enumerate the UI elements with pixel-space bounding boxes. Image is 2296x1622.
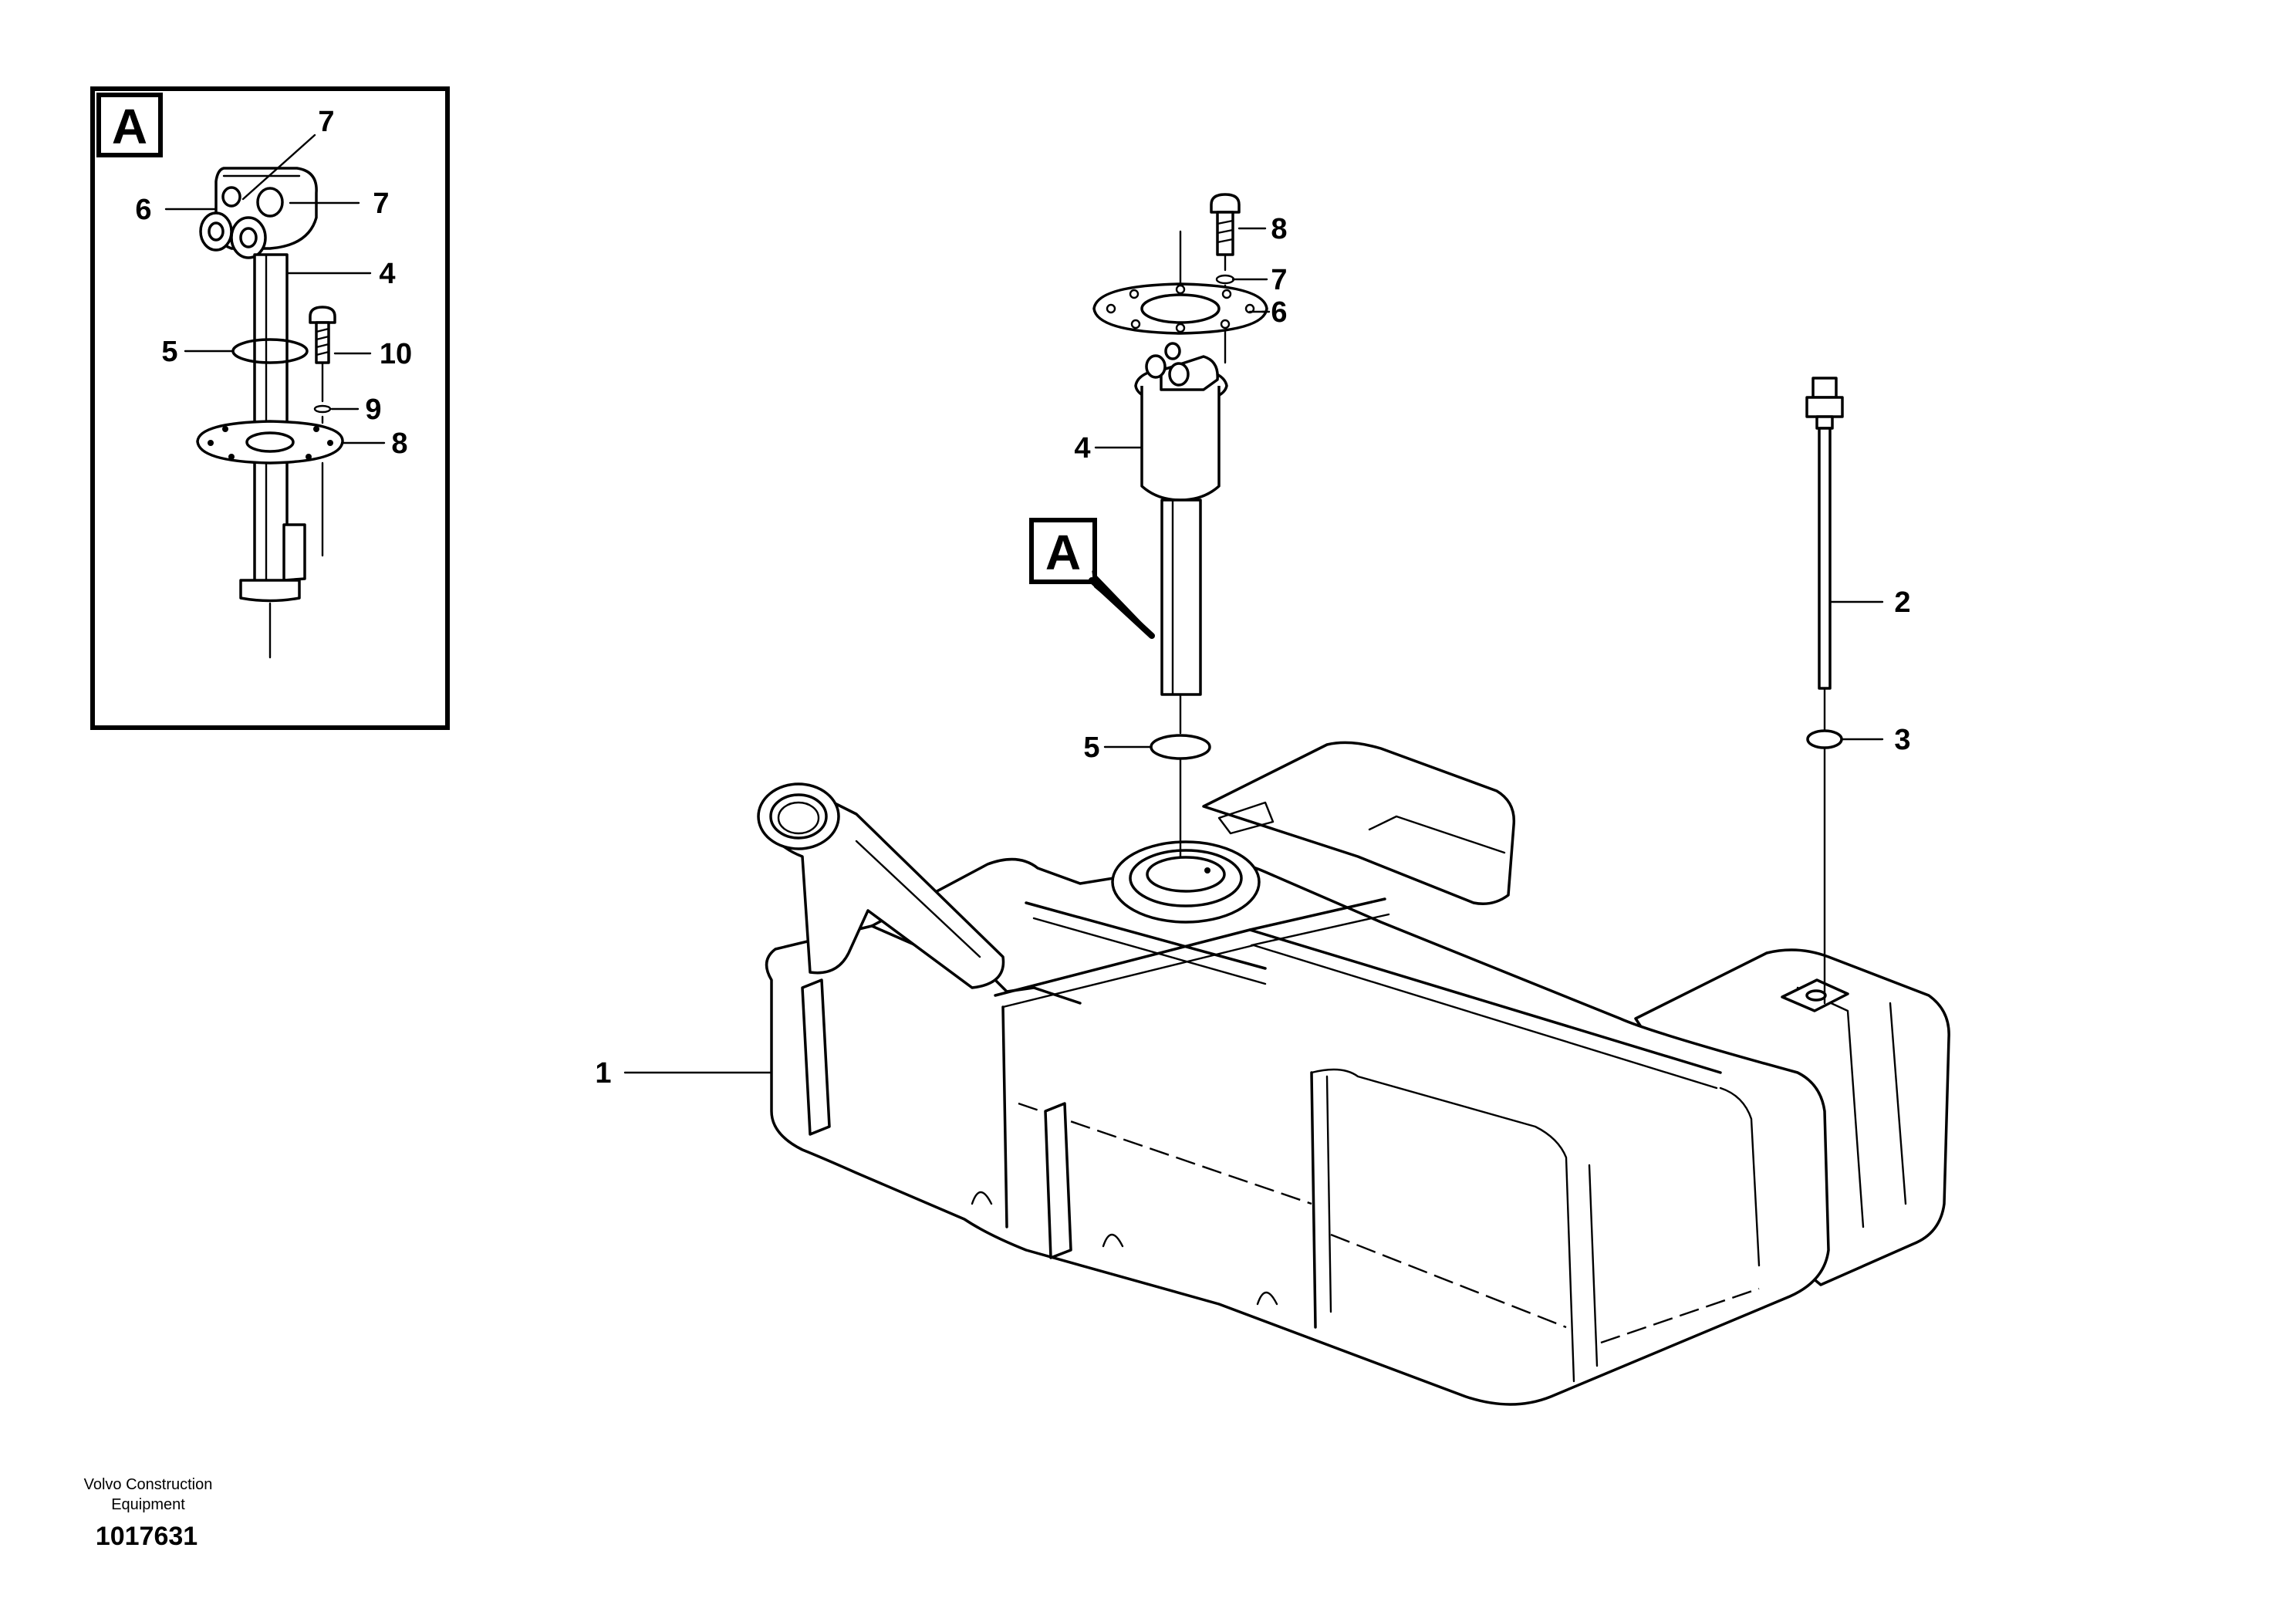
- drawing-number: 1017631: [96, 1522, 198, 1551]
- main-callout-3: 3: [1894, 724, 1910, 756]
- detail-frame: [90, 86, 450, 730]
- main-leaders: [623, 227, 1884, 1074]
- detail-callout-7-right: 7: [373, 188, 389, 220]
- detail-view-a: A: [90, 86, 450, 730]
- company-name-line2: Equipment: [111, 1496, 185, 1513]
- detail-callout-5: 5: [161, 336, 177, 368]
- detail-callout-6: 6: [135, 194, 151, 226]
- detail-label-box: [96, 93, 163, 157]
- detail-fuel-sender-drawing: [196, 167, 344, 659]
- detail-callout-8: 8: [391, 427, 407, 460]
- detail-leaders: [164, 133, 386, 444]
- view-a-label: A: [1045, 525, 1081, 580]
- company-name-line1: Volvo Construction: [84, 1476, 213, 1493]
- main-callout-2: 2: [1894, 586, 1910, 619]
- detail-callout-4: 4: [379, 258, 395, 290]
- main-callout-5: 5: [1083, 732, 1099, 764]
- view-a-label-box: [1029, 518, 1097, 584]
- view-a-marker: A: [1029, 518, 1155, 639]
- detail-callout-9: 9: [365, 394, 381, 426]
- main-callout-8: 8: [1271, 213, 1287, 245]
- fuel-tank-drawing: [757, 741, 1950, 1406]
- footer: Volvo Construction Equipment 1017631: [84, 1476, 213, 1551]
- main-callout-4: 4: [1074, 432, 1090, 465]
- main-callout-6: 6: [1271, 296, 1287, 329]
- detail-callout-10: 10: [380, 338, 412, 370]
- main-exploded-parts: [1092, 193, 1844, 1005]
- main-callout-7: 7: [1271, 264, 1287, 296]
- detail-label: A: [112, 99, 147, 154]
- detail-callout-7-upper: 7: [318, 106, 334, 138]
- main-callout-1: 1: [595, 1057, 611, 1090]
